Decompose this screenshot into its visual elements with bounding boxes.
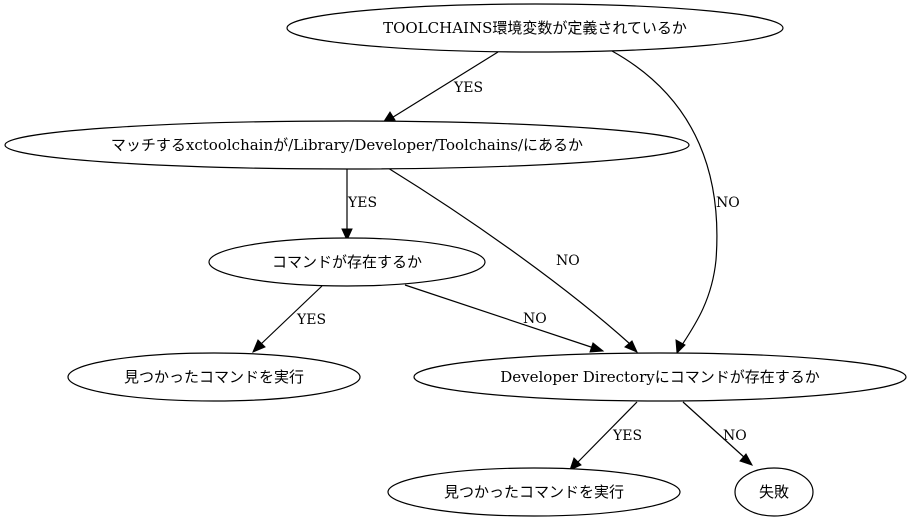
edge-match-to-cmd: YES	[341, 168, 377, 242]
node-matching-xctoolchain: マッチするxctoolchainが/Library/Developer/Tool…	[4, 120, 690, 170]
edge-env-to-match: YES	[381, 51, 499, 124]
edge-devdir-to-run2: YES	[569, 401, 642, 471]
edge-cmd-to-devdir: NO	[404, 284, 605, 353]
edge-label-devdir-to-fail: NO	[723, 428, 747, 444]
edge-label-env-to-devdir: NO	[716, 195, 740, 211]
edge-match-to-devdir: NO	[387, 167, 638, 353]
node-label-failure: 失敗	[759, 483, 789, 501]
edge-label-env-to-match: YES	[453, 80, 483, 96]
node-label-command-exists: コマンドが存在するか	[272, 253, 422, 271]
edge-env-to-devdir: NO	[611, 50, 740, 355]
node-failure: 失敗	[734, 467, 814, 517]
node-run-found-1: 見つかったコマンドを実行	[67, 352, 361, 402]
node-label-matching-xctoolchain: マッチするxctoolchainが/Library/Developer/Tool…	[111, 136, 583, 154]
node-run-found-2: 見つかったコマンドを実行	[387, 467, 681, 517]
node-devdir-command-exists: Developer Directoryにコマンドが存在するか	[413, 352, 907, 402]
node-label-devdir-command-exists: Developer Directoryにコマンドが存在するか	[500, 368, 819, 386]
node-label-run-found-1: 見つかったコマンドを実行	[124, 368, 304, 386]
node-label-toolchains-env: TOOLCHAINS環境変数が定義されているか	[383, 19, 687, 37]
edge-devdir-to-fail: NO	[682, 401, 754, 466]
edge-label-match-to-devdir: NO	[556, 253, 580, 269]
edge-label-match-to-cmd: YES	[347, 195, 377, 211]
edge-cmd-to-run1: YES	[252, 285, 326, 353]
edge-label-cmd-to-devdir: NO	[523, 311, 547, 327]
edge-label-cmd-to-run1: YES	[296, 312, 326, 328]
node-label-run-found-2: 見つかったコマンドを実行	[444, 483, 624, 501]
edge-label-devdir-to-run2: YES	[612, 428, 642, 444]
node-toolchains-env: TOOLCHAINS環境変数が定義されているか	[286, 3, 784, 53]
node-command-exists: コマンドが存在するか	[208, 237, 486, 287]
